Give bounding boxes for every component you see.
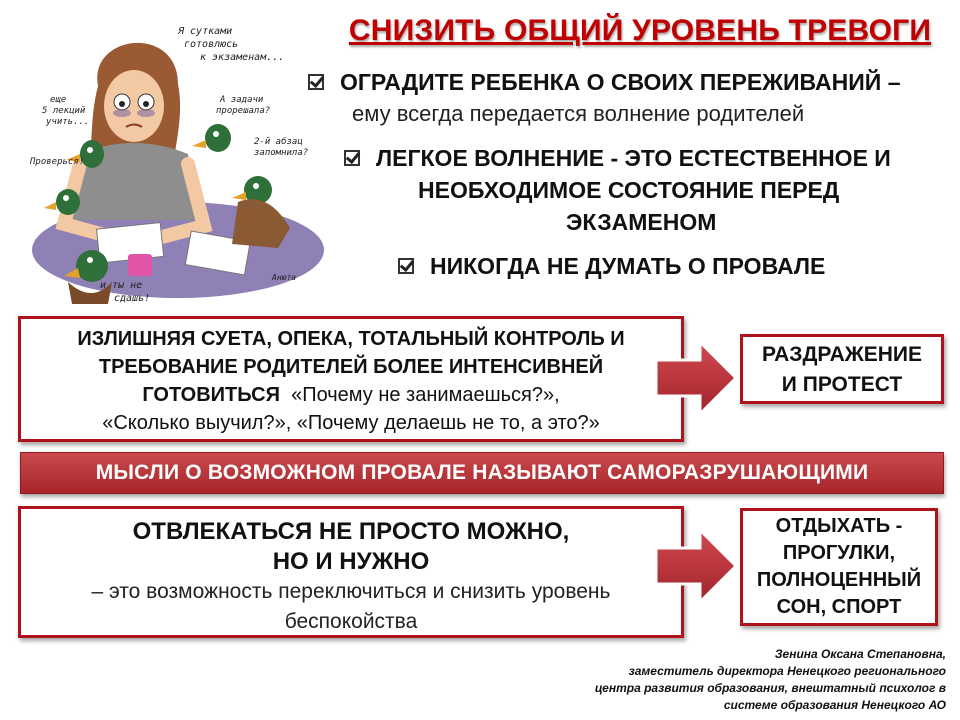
speech-top-line1: Я сутками: [177, 26, 232, 37]
speech-right-top-line1: А задачи: [219, 95, 264, 105]
box-a-line2: ТРЕБОВАНИЕ РОДИТЕЛЕЙ БОЛЕЕ ИНТЕНСИВНЕЙ: [98, 356, 604, 378]
tip2-line1: ЛЕГКОЕ ВОЛНЕНИЕ - ЭТО ЕСТЕСТВЕННОЕ И: [376, 145, 891, 171]
side-b-line4: СОН, СПОРТ: [776, 596, 902, 618]
tip1-heading: ОГРАДИТЕ РЕБЕНКА О СВОИХ ПЕРЕЖИВАНИЙ –: [340, 66, 956, 98]
tip1-heading-text: ОГРАДИТЕ РЕБЕНКА О СВОИХ ПЕРЕЖИВАНИЙ: [340, 69, 882, 95]
side-a-line2: И ПРОТЕСТ: [781, 373, 903, 396]
girl-shirt: [72, 143, 198, 220]
irritation-box: РАЗДРАЖЕНИЕ И ПРОТЕСТ: [740, 334, 944, 404]
speech-left-top-line2: 5 лекций: [42, 106, 86, 116]
tip2-line2: НЕОБХОДИМОЕ СОСТОЯНИЕ ПЕРЕД: [418, 177, 840, 203]
box-a-line3-bold: ГОТОВИТЬСЯ: [142, 384, 280, 406]
girl-face: [104, 70, 164, 142]
duck-right-top: [192, 124, 231, 152]
speech-right-line2: запомнила?: [254, 148, 308, 158]
side-a-line1: РАЗДРАЖЕНИЕ: [761, 343, 923, 366]
distraction-box: ОТВЛЕКАТЬСЯ НЕ ПРОСТО МОЖНО, НО И НУЖНО …: [18, 506, 684, 638]
duck-left: [44, 189, 80, 215]
box-a-line3-rest: «Почему не занимаешься?»,: [291, 384, 560, 406]
failure-thoughts-banner: МЫСЛИ О ВОЗМОЖНОМ ПРОВАЛЕ НАЗЫВАЮТ САМОР…: [20, 452, 944, 494]
checkbox-icon: [344, 150, 360, 166]
tip1-dash: –: [881, 69, 901, 95]
tip2-line3: ЭКЗАМЕНОМ: [566, 209, 717, 235]
artist-signature: Анюта: [271, 273, 296, 282]
box-b-text1: – это возможность переключиться и снизит…: [91, 580, 611, 603]
speech-top-line3: к экзаменам...: [200, 52, 284, 63]
box-b-head2: НО И НУЖНО: [272, 548, 430, 575]
box-a-line4: «Сколько выучил?», «Почему делаешь не то…: [102, 412, 600, 434]
side-b-line3: ПОЛНОЦЕННЫЙ: [756, 569, 922, 591]
speech-right-top-line2: прорешала?: [216, 106, 270, 116]
overcontrol-box: ИЗЛИШНЯЯ СУЕТА, ОПЕКА, ТОТАЛЬНЫЙ КОНТРОЛ…: [18, 316, 684, 442]
tip1-subtext: ему всегда передается волнение родителей: [352, 101, 805, 126]
speech-bottom-line1: и ты не: [100, 280, 142, 291]
cartoon-illustration: Я сутками готовлюсь к экзаменам... еще 5…: [29, 26, 324, 304]
author-line2: заместитель директора Ненецкого регионал…: [628, 664, 946, 678]
tip3-heading: НИКОГДА НЕ ДУМАТЬ О ПРОВАЛЕ: [430, 253, 826, 279]
box-a-line1: ИЗЛИШНЯЯ СУЕТА, ОПЕКА, ТОТАЛЬНЫЙ КОНТРОЛ…: [77, 328, 625, 350]
author-line1: Зенина Оксана Степановна,: [774, 647, 946, 661]
checkbox-icon: [308, 74, 324, 90]
side-b-line2: ПРОГУЛКИ,: [782, 542, 896, 564]
page-title: СНИЗИТЬ ОБЩИЙ УРОВЕНЬ ТРЕВОГИ: [348, 14, 932, 47]
duck-right: [232, 176, 290, 248]
checkbox-icon: [398, 258, 414, 274]
speech-left-top-line1: еще: [50, 95, 66, 105]
author-credit: Зенина Оксана Степановна, заместитель ди…: [506, 646, 946, 714]
arrow-right-icon: [654, 528, 738, 604]
duck-left-top: [66, 140, 104, 168]
author-line4: системе образования Ненецкого АО: [723, 698, 946, 712]
arrow-right-icon: [654, 340, 738, 416]
side-b-line1: ОТДЫХАТЬ -: [775, 515, 903, 537]
speech-right-line1: 2-й абзац: [254, 136, 303, 147]
speech-bottom-line2: сдашь!: [114, 293, 150, 304]
speech-left: Проверься!: [29, 157, 84, 167]
rest-box: ОТДЫХАТЬ - ПРОГУЛКИ, ПОЛНОЦЕННЫЙ СОН, СП…: [740, 508, 938, 626]
speech-top-line2: готовлюсь: [184, 39, 238, 50]
box-b-head1: ОТВЛЕКАТЬСЯ НЕ ПРОСТО МОЖНО,: [132, 518, 570, 545]
author-line3: центра развития образования, внештатный …: [594, 681, 946, 695]
duck-bottom: [64, 250, 112, 304]
box-b-text2: беспокойства: [284, 610, 418, 633]
speech-left-top-line3: учить...: [45, 117, 89, 127]
mug: [128, 254, 152, 276]
